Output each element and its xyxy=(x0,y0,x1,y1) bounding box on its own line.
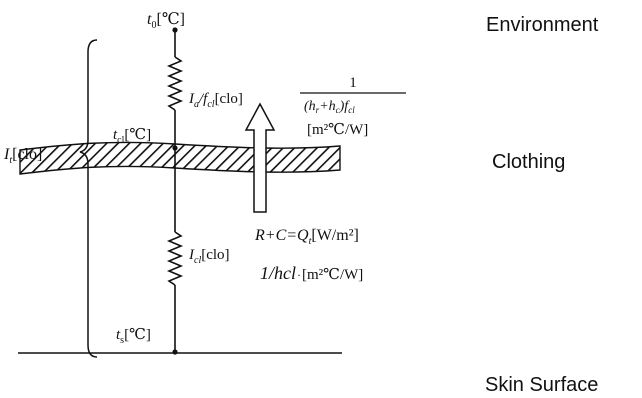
environment-label: Environment xyxy=(486,14,599,36)
heat-flow-arrow xyxy=(244,102,276,213)
skin-surface-label: Skin Surface xyxy=(485,374,598,396)
formula-numerator: 1 xyxy=(349,75,357,91)
tcl-label: tcl[℃] xyxy=(113,127,151,146)
clothing-resistance-label: 1/hcl·[m²℃/W] xyxy=(260,263,363,283)
outer-resistor xyxy=(166,56,184,111)
node-t0 xyxy=(172,27,178,33)
thermal-circuit xyxy=(166,32,184,353)
node-ts xyxy=(172,349,178,355)
clothing-resistor xyxy=(166,231,184,286)
it-label: It[clo] xyxy=(3,146,42,166)
ts-label: ts[℃] xyxy=(116,327,151,346)
clothing-label: Clothing xyxy=(492,151,565,173)
ia-fcl-label: Ia/fcl[clo] xyxy=(188,91,243,110)
formula-denominator: (hr+hc)fcl xyxy=(304,99,355,115)
icl-label: Icl[clo] xyxy=(188,247,230,266)
formula-unit: [m²℃/W] xyxy=(307,122,368,138)
heat-flow-label: R+C=Qt[W/m²] xyxy=(254,227,359,247)
clothing-layer-band xyxy=(19,141,341,175)
total-resistance-brace xyxy=(79,39,98,358)
node-tcl xyxy=(172,145,178,151)
t0-label: t0[℃] xyxy=(147,11,185,31)
